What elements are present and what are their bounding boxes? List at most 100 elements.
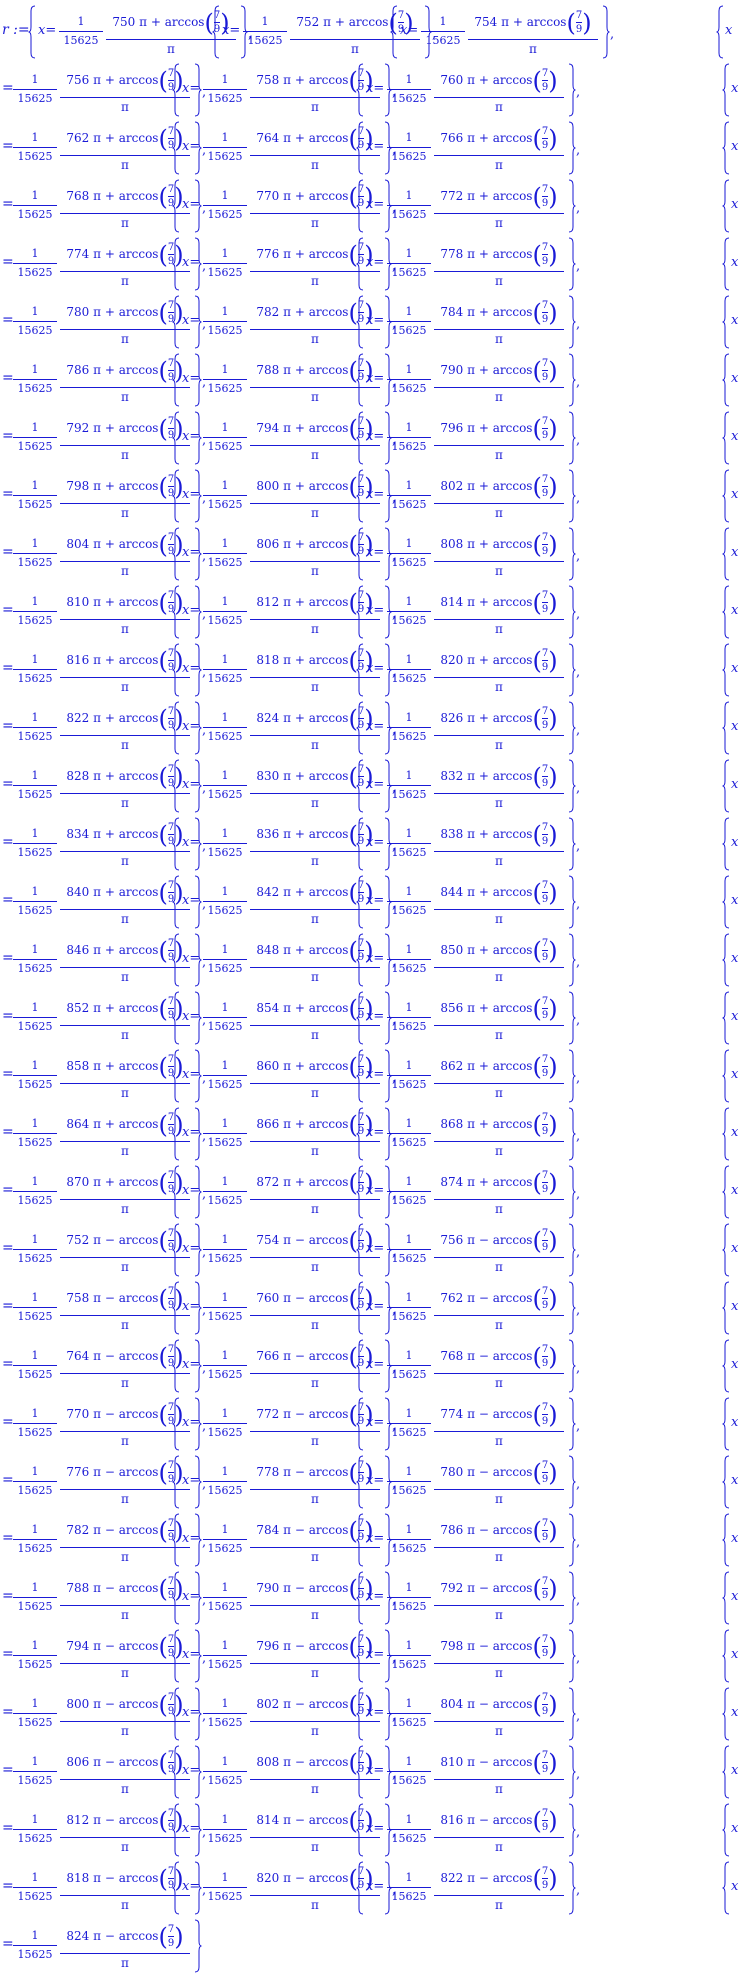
left-paren: (: [348, 878, 358, 907]
variable-x: x: [731, 545, 738, 560]
variable-x: x: [731, 1705, 738, 1720]
equals-sign: =: [407, 23, 419, 38]
continuation-equals: =: [2, 1936, 14, 1952]
right-brace: [384, 1571, 392, 1625]
expression-denominator: π: [495, 1724, 503, 1738]
arg-denominator: 9: [213, 24, 221, 35]
fraction-numerator: 1: [221, 827, 229, 840]
arg-numerator: 7: [167, 532, 175, 543]
left-brace: [356, 179, 364, 233]
fraction-bar: [203, 1365, 247, 1366]
left-paren: (: [532, 704, 542, 733]
right-brace: [384, 1049, 392, 1103]
equals-sign: =: [189, 835, 201, 850]
right-paren: ): [548, 530, 558, 559]
arccos-function: arccos: [492, 653, 533, 667]
right-paren: ): [174, 878, 184, 907]
variable-x: x: [400, 23, 408, 38]
left-brace: [356, 63, 364, 117]
comma-separator: ,: [392, 1071, 397, 1086]
continuation-equals: =: [2, 834, 14, 850]
operator: +: [104, 1001, 115, 1015]
variable-x: x: [182, 371, 190, 386]
operator: −: [478, 1233, 489, 1247]
pi-symbol: π: [93, 943, 102, 957]
arg-numerator: 7: [541, 706, 549, 717]
fraction-bar: [250, 1837, 380, 1838]
arg-numerator: 7: [541, 242, 549, 253]
expression-denominator: π: [495, 1898, 503, 1912]
fraction-bar: [250, 1895, 380, 1896]
continuation-equals: =: [2, 660, 14, 676]
comma-separator: ,: [202, 317, 207, 332]
comma-separator: ,: [392, 1825, 397, 1840]
fraction-bar: [60, 1547, 190, 1548]
left-paren: (: [158, 1922, 168, 1951]
pi-symbol: π: [467, 1755, 476, 1769]
arg-numerator: 7: [357, 242, 365, 253]
arg-denominator: 9: [541, 1590, 549, 1601]
variable-equals: x=: [366, 1473, 384, 1488]
left-brace: [722, 295, 730, 349]
expression-denominator: π: [495, 158, 503, 172]
fraction-denominator: 15625: [207, 208, 243, 221]
variable-x: x: [366, 1183, 374, 1198]
arg-denominator: 9: [167, 836, 175, 847]
right-paren: ): [364, 472, 374, 501]
multiplier: 766: [256, 1349, 280, 1363]
arg-bar: [167, 1298, 175, 1299]
fraction-numerator: 1: [221, 1175, 229, 1188]
fraction-bar: [434, 1431, 564, 1432]
solution-set-truncated: x: [722, 525, 738, 583]
fraction-numerator: 1: [405, 943, 413, 956]
left-brace: [172, 469, 180, 523]
expression-denominator: π: [311, 1202, 319, 1216]
multiplier: 798: [66, 479, 90, 493]
left-brace: [212, 5, 220, 59]
pi-symbol: π: [467, 1581, 476, 1595]
equals-sign: =: [373, 313, 385, 328]
fraction-bar: [13, 495, 57, 496]
variable-equals: x=: [182, 777, 200, 792]
arg-bar: [167, 660, 175, 661]
comma-separator: ,: [576, 1013, 581, 1028]
comma-separator: ,: [392, 143, 397, 158]
fraction-denominator: 15625: [207, 382, 243, 395]
variable-x: x: [731, 371, 738, 386]
left-brace: [722, 817, 730, 871]
fraction-numerator: 1: [405, 1639, 413, 1652]
arg-denominator: 9: [397, 24, 405, 35]
right-paren: ): [548, 1748, 558, 1777]
expression-denominator: π: [495, 622, 503, 636]
right-paren: ): [364, 1632, 374, 1661]
comma-separator: ,: [576, 1767, 581, 1782]
right-paren: ): [548, 704, 558, 733]
equals-sign: =: [189, 1009, 201, 1024]
left-brace: [356, 411, 364, 465]
